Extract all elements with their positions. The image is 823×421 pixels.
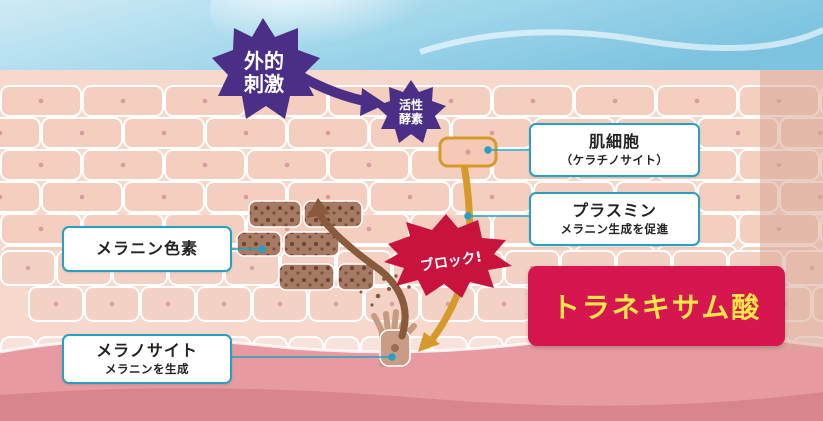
stimulus-line2: 刺激 (244, 72, 284, 96)
enzyme-line1: 活性 (398, 97, 423, 112)
melanocyte-subtitle: メラニンを生成 (105, 361, 189, 376)
melanin-cell (283, 231, 340, 257)
star-burst-icon (376, 80, 446, 143)
arrow-icon (360, 88, 386, 116)
enzyme-label: 活性 酵素 (390, 92, 432, 132)
melanin-title: メラニン色素 (95, 238, 198, 258)
star-burst-icon (212, 18, 320, 119)
stimulus-label: 外的 刺激 (230, 38, 298, 108)
melanocyte-title: メラノサイト (96, 341, 198, 361)
melanin-cell (278, 263, 335, 291)
melanocyte-label: メラノサイト メラニンを生成 (62, 334, 232, 384)
stimulus-line1: 外的 (244, 49, 284, 73)
arrow-icon (418, 332, 440, 352)
melanin-cell (236, 231, 282, 257)
melanin-cell (337, 263, 375, 291)
tranexamic-acid-badge: トラネキサム酸 (528, 266, 785, 346)
plasmin-subtitle: メラニン生成を促進 (560, 221, 669, 236)
skin-cell-label: 肌細胞 （ケラチノサイト） (529, 123, 700, 177)
melanin-cells (236, 200, 375, 291)
plasmin-label: プラスミン メラニン生成を促進 (529, 192, 700, 246)
star-burst-icon (384, 214, 512, 298)
enzyme-line2: 酵素 (398, 112, 423, 126)
leader-lines (230, 146, 530, 361)
skin-cell-title: 肌細胞 (588, 132, 640, 152)
skin-cell-subtitle: （ケラチノサイト） (560, 152, 669, 167)
plasmin-title: プラスミン (572, 201, 657, 221)
melanin-label: メラニン色素 (62, 226, 232, 272)
melanin-cell (248, 200, 302, 228)
melanin-pathway-arrow (314, 208, 409, 340)
arrow-icon (306, 198, 330, 218)
